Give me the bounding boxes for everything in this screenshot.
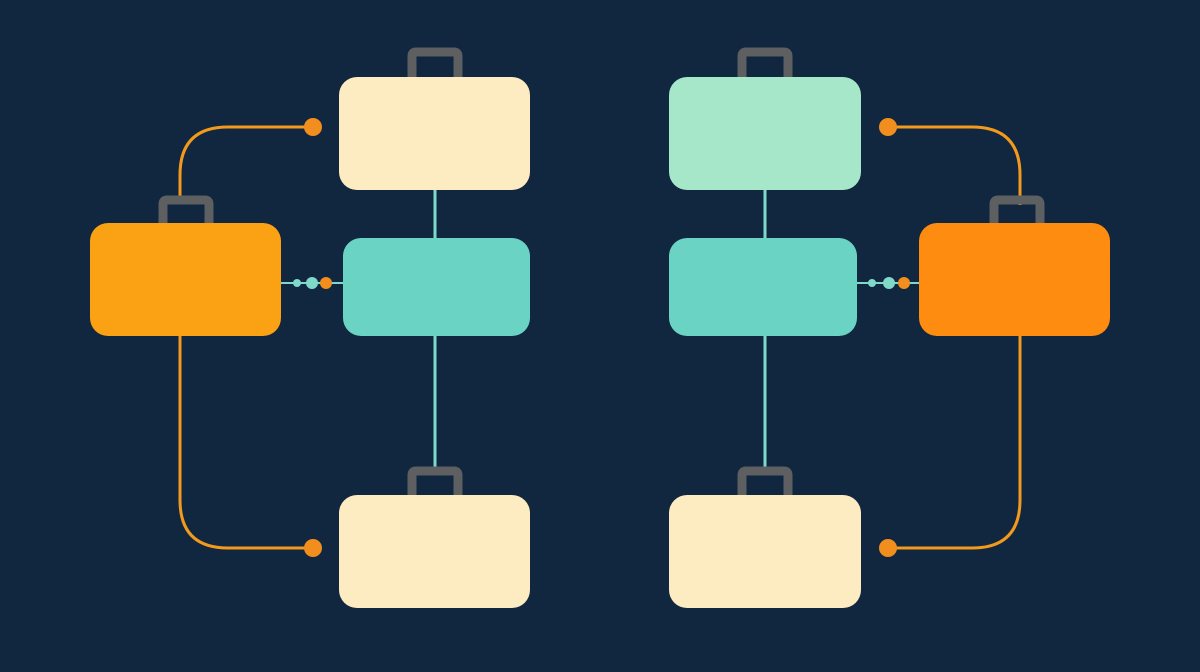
left-top-box — [339, 77, 530, 190]
left-top-connector — [178, 125, 313, 204]
left-bottom-box-handle — [407, 466, 463, 498]
left-bottom-box — [339, 495, 530, 608]
right-top-connector-dot — [879, 118, 897, 136]
left-group — [90, 47, 530, 608]
right-bottom-box — [669, 495, 861, 608]
left-middle-box — [343, 238, 530, 336]
left-side-box-handle — [158, 195, 214, 226]
right-bottom-connector — [888, 336, 1022, 550]
left-bottom-connector — [178, 336, 313, 550]
right-link-dot-teal — [883, 277, 895, 289]
right-group — [669, 47, 1110, 608]
right-link-dot-orange — [898, 277, 910, 289]
left-top-connector-dot — [304, 118, 322, 136]
left-link-dot-orange — [320, 277, 332, 289]
right-side-box-handle — [989, 195, 1045, 226]
right-link-dot-small — [868, 279, 876, 287]
right-middle-box — [669, 238, 857, 336]
right-top-box — [669, 77, 861, 190]
left-top-box-handle — [407, 47, 463, 79]
left-side-box — [90, 223, 281, 336]
right-bottom-box-handle — [737, 466, 793, 498]
left-link-dot-small — [293, 279, 301, 287]
right-bottom-connector-dot — [879, 539, 897, 557]
right-side-box — [919, 223, 1110, 336]
right-top-box-handle — [737, 47, 793, 79]
right-top-connector — [888, 125, 1022, 205]
left-bottom-connector-dot — [304, 539, 322, 557]
left-link-dot-teal — [306, 277, 318, 289]
